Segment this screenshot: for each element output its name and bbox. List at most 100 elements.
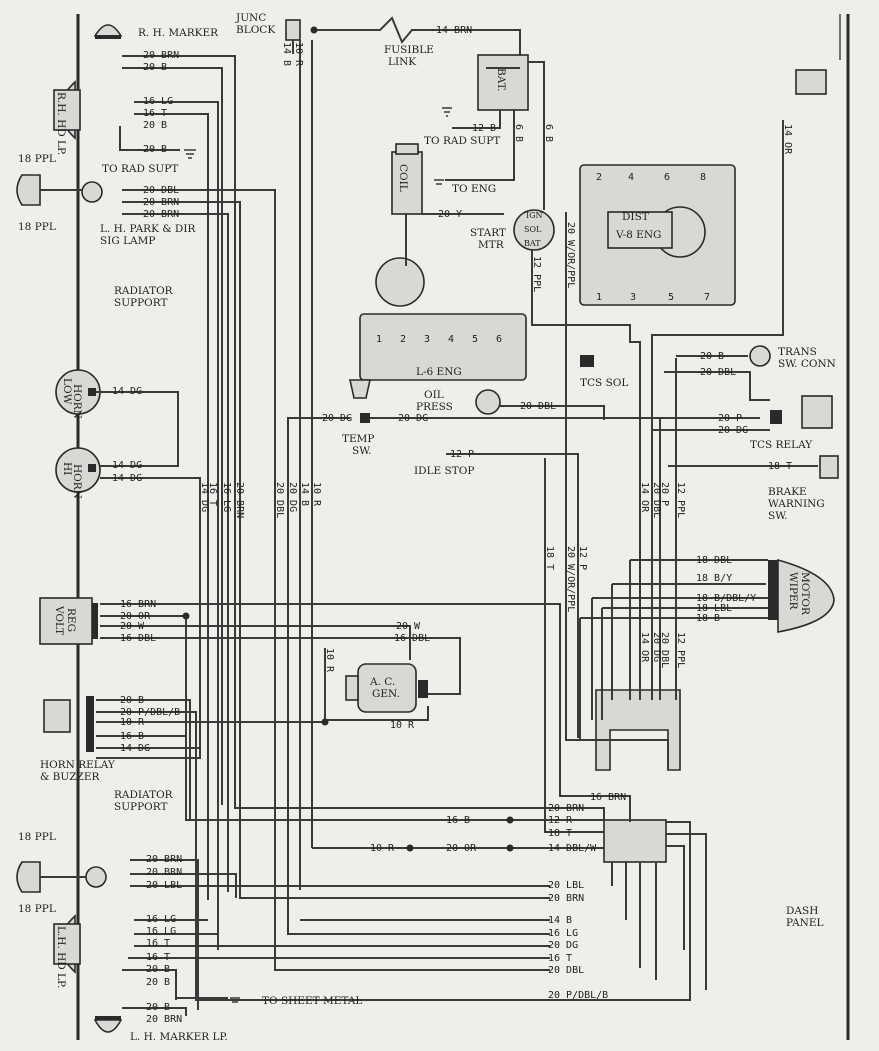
label-radiator-support-2b: SUPPORT [114, 801, 168, 813]
label-tcs-relay: TCS RELAY [750, 439, 813, 451]
wire-label: 20 BRN [146, 854, 182, 865]
label-oil-press: OIL [424, 389, 444, 401]
wire-label: 16 T [207, 482, 218, 506]
label-oil-press-2: PRESS [416, 401, 453, 413]
label-rh-marker: R. H. MARKER [138, 27, 219, 39]
wire-label: 10 R [293, 42, 304, 67]
label-junc-block-2: BLOCK [236, 24, 275, 36]
wire-label: 16 LG [143, 96, 173, 107]
label-volt-reg-2: REG [65, 608, 77, 632]
wire-label: 18 B/DBL/Y [696, 593, 756, 604]
wire-label: 12 B [472, 123, 496, 134]
wire-label: 16 LG [548, 928, 578, 939]
label-wiper-motor-2: MOTOR [799, 572, 811, 616]
wire-label: 12 P [577, 546, 588, 570]
wire-label: 12 P [450, 449, 474, 460]
wire-label: 16 B [446, 815, 470, 826]
wire-label: 18 T [548, 828, 572, 839]
wire-label: 20 DBL [548, 965, 584, 976]
wire-label: 14 OR [639, 632, 650, 663]
label-ac-gen-2: GEN. [372, 688, 400, 700]
wire-label: 20 P [659, 482, 670, 506]
dist-pin-label: 7 [704, 292, 710, 303]
wire-label: 20 W/OR/PPL [565, 546, 576, 612]
wire-label: 16 BRN [120, 599, 156, 610]
wire-label: 20 BRN [146, 867, 182, 878]
wires [96, 16, 818, 1016]
wire-label: 12 PPL [675, 632, 686, 668]
wire-label: 20 DBL [520, 401, 556, 412]
dist-pin-label: 5 [668, 292, 674, 303]
wire-label: 18 LBL [696, 603, 732, 614]
label-to-sheet-metal: TO SHEET METAL [262, 995, 362, 1007]
label-radiator-support-2: RADIATOR [114, 789, 174, 801]
trans-sw-conn [749, 345, 771, 367]
wire-label: 16 BRN [590, 792, 626, 803]
rh-brake-indicator [795, 69, 827, 95]
label-to-eng: TO ENG [452, 183, 496, 195]
label-sol: SOL [524, 225, 542, 234]
label-brake-warning: BRAKE [768, 486, 807, 498]
wire-label: 16 T [548, 953, 572, 964]
starter-motor [513, 209, 555, 251]
ignition-coil [391, 143, 423, 215]
wire-label: 20 LBL [548, 880, 584, 891]
wire-label: 10 R [324, 648, 335, 673]
wire-label: 14 B [548, 915, 572, 926]
label-ppl-top-2: 18 PPL [18, 221, 56, 233]
junction-block [285, 19, 301, 54]
label-lh-marker: L. H. MARKER LP. [130, 1031, 228, 1043]
wire-label: 14 DG [112, 460, 142, 471]
label-wiper-motor: WIPER [787, 572, 799, 611]
wire-label: 20 B [120, 695, 144, 706]
label-lh-park: L. H. PARK & DIR [100, 223, 197, 235]
wire-label: 20 BRN [548, 893, 584, 904]
engine-pin-label: 2 [400, 334, 406, 345]
label-coil: COIL [397, 164, 409, 192]
engine-pin-label: 6 [496, 334, 502, 345]
body-outline [76, 14, 850, 1040]
wire-label: 18 T [768, 461, 792, 472]
wire-label: 16 DBL [120, 633, 156, 644]
label-radiator-support-1: RADIATOR [114, 285, 174, 297]
wire-label: 20 DG [651, 632, 662, 662]
wire-label: 20 DBL [143, 185, 179, 196]
label-ppl-bot-1: 18 PPL [18, 831, 56, 843]
wire-label: 20 Y [438, 209, 462, 220]
dist-pin-label: 6 [664, 172, 670, 183]
wire-label: 20 DG [548, 940, 578, 951]
voltage-regulator [39, 597, 98, 645]
wire-label: 20 DBL [274, 482, 285, 518]
lh-park-lamp [16, 861, 107, 893]
rh-headlamp [53, 80, 81, 140]
label-bat-term: BAT [524, 239, 541, 248]
wire-label: 20 B [143, 62, 167, 73]
label-ppl-top-1: 18 PPL [18, 153, 56, 165]
dist-pin-label: 8 [700, 172, 706, 183]
wire-label: 14 OR [782, 124, 793, 155]
wire-label: 20 BRN [548, 803, 584, 814]
dist-pin-label: 1 [596, 292, 602, 303]
label-rh-hd-lp: R.H. HD LP. [55, 92, 67, 155]
wire-label: 16 LG [221, 482, 232, 512]
wire-label: 20 P/DBL/B [548, 990, 608, 1001]
wire-label: 12 R [548, 815, 573, 826]
label-trans-sw-conn-2: SW. CONN [778, 358, 836, 370]
label-hi-horn: HI [61, 462, 73, 475]
wire-label: 18 B/Y [696, 573, 732, 584]
label-dash-panel-2: PANEL [786, 917, 824, 929]
wire-label: 20 P [718, 413, 742, 424]
ac-generator [345, 663, 428, 713]
wire-label: 14 B [299, 482, 310, 506]
wire-label: 14 B [281, 42, 292, 66]
label-l6-eng: L-6 ENG [416, 366, 462, 378]
v8-distributor-panel [579, 164, 736, 306]
wire-label: 20 B [146, 977, 170, 988]
label-low-horn: LOW [61, 378, 73, 405]
wire-label: 14 DG [112, 386, 142, 397]
wiper-motor [768, 558, 835, 633]
engine-pin-label: 1 [376, 334, 382, 345]
label-ac-gen: A. C. [369, 676, 395, 688]
wire-label: 14 DG [120, 743, 150, 754]
